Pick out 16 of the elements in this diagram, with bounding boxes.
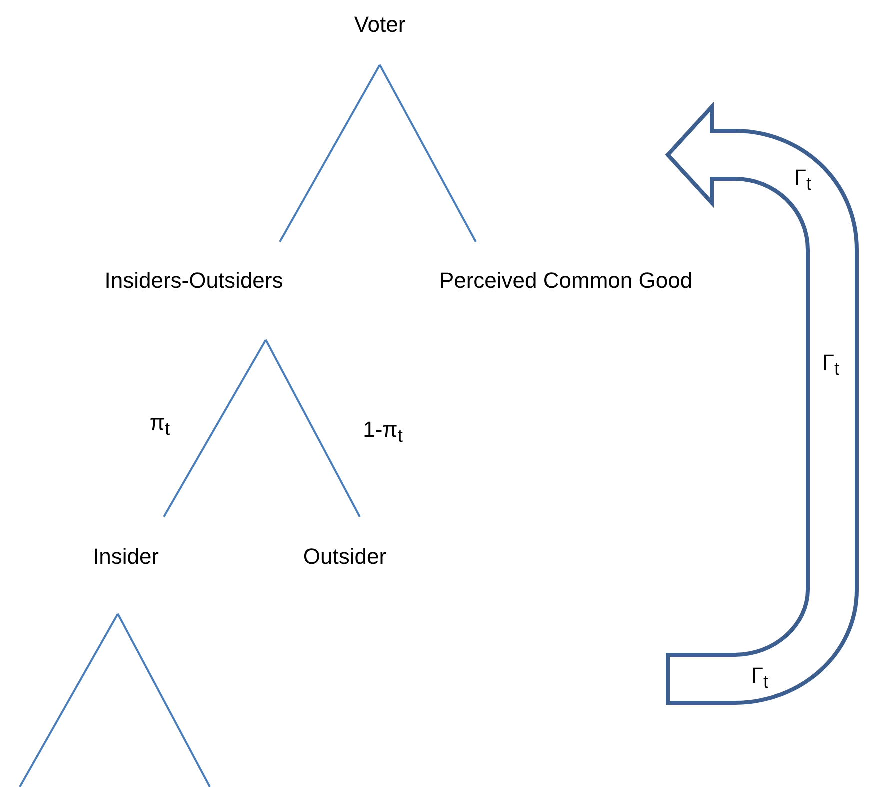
node-label: Perceived Common Good	[439, 268, 693, 294]
tree-branch-line	[117, 614, 211, 787]
tree-branch-line	[265, 340, 361, 518]
node-label: Insiders-Outsiders	[104, 268, 284, 294]
tree-branch-line	[279, 64, 381, 242]
node-label: Voter	[354, 12, 406, 38]
node-label: Insider	[92, 544, 160, 570]
arrow-label: Γ$_{t}$	[751, 662, 769, 694]
edge-label: 1-π$_{t}$	[363, 416, 403, 448]
arrow-label: Γ$_{t}$	[822, 350, 840, 380]
tree-branch-line	[379, 64, 477, 242]
edge-label: π$_{t}$	[150, 410, 170, 440]
node-label: Outsider	[303, 544, 387, 570]
arrow-label: Γ$_{t}$	[794, 164, 812, 196]
tree-branch-line	[163, 340, 267, 518]
tree-branch-line	[19, 614, 119, 787]
